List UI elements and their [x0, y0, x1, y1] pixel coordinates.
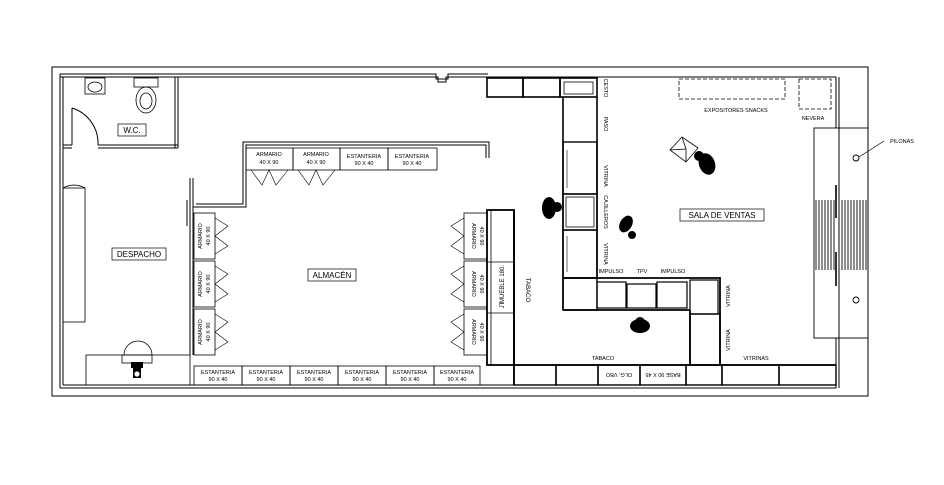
left-armario-2-title: ARMARIO: [198, 270, 204, 296]
wc-label-box: W.C.: [117, 123, 147, 137]
right-armario-3: ARMARIO 40 X 90: [450, 308, 488, 356]
left-armario-2: ARMARIO 40 X 90: [193, 260, 229, 308]
interior-walls: [59, 73, 840, 389]
tpv-label: TPV: [637, 269, 648, 275]
bottom-estanteria-1-title: ESTANTERIA: [201, 370, 235, 376]
top-estanteria-1-title: ESTANTERIA: [347, 154, 381, 160]
bottom-counters: [513, 364, 837, 386]
bottom-estanteria-5-size: 90 X 40: [401, 377, 420, 383]
vitrina-right2-label: VITRINA: [726, 329, 732, 351]
left-armario-3: ARMARIO 40 X 90: [193, 308, 229, 356]
wc-label: W.C.: [123, 126, 140, 135]
product-box: [669, 136, 699, 163]
expositores-snacks: [678, 78, 832, 110]
top-armario-1-size: 40 X 90: [260, 160, 279, 166]
cajilleros-label: CAJILLEROS: [602, 195, 608, 229]
vitrina-lower-label: VITRINA: [602, 243, 608, 265]
bottom-estanteria-6-size: 90 X 40: [448, 377, 467, 383]
outer-outline: [51, 66, 869, 397]
despacho-chair: [131, 362, 143, 378]
top-armario-1: ARMARIO 40 X 90: [245, 147, 294, 186]
vitrinas-label: VITRINAS: [743, 356, 769, 362]
sala-ventas-label: SALA DE VENTAS: [689, 211, 756, 220]
bottom-estanteria-3-title: ESTANTERIA: [297, 370, 331, 376]
base-label: BASE 90 X 45: [645, 371, 680, 377]
person-figures: [542, 151, 716, 333]
wc-fixtures: [84, 77, 159, 114]
despacho-furniture: [62, 184, 191, 386]
impulso-left-label: IMPULSO: [599, 269, 624, 275]
olg-vbo-label: OLG. VBO: [605, 371, 632, 377]
top-counters: [486, 77, 598, 98]
mueble-tabaco-partition: [486, 209, 515, 385]
checkout-counter: [562, 277, 721, 366]
right-armario-2-title: ARMARIO: [470, 271, 476, 297]
right-armario-2: ARMARIO 40 X 90: [450, 260, 488, 308]
despacho-label-box: DESPACHO: [111, 247, 167, 261]
paso-label: PASO: [602, 117, 608, 133]
entrance: [813, 127, 885, 339]
bottom-estanteria-5-title: ESTANTERIA: [393, 370, 427, 376]
mueble-code-label: JT: [500, 301, 506, 308]
bottom-estanterias: ESTANTERIA 90 X 40 ESTANTERIA 90 X 40 ES…: [193, 365, 481, 386]
top-estanteria-1-size: 90 X 40: [355, 161, 374, 167]
sala-label-box: SALA DE VENTAS: [679, 208, 765, 222]
top-armario-2: ARMARIO 40 X 90: [292, 147, 341, 186]
tabaco-bottom-label: TABACO: [592, 356, 615, 362]
expositores-label: EXPOSITORES SNACKS: [704, 108, 768, 114]
left-armario-1-size: 40 X 90: [206, 227, 212, 246]
top-estanteria-1: ESTANTERIA 90 X 40: [339, 147, 389, 171]
right-armario-3-size: 40 X 90: [478, 323, 484, 342]
bottom-estanteria-3-size: 90 X 40: [305, 377, 324, 383]
vitrina-upper-label: VITRINA: [602, 165, 608, 187]
bottom-estanteria-6-title: ESTANTERIA: [440, 370, 474, 376]
almacen-label: ALMACÉN: [313, 271, 352, 280]
tabaco-left-label: TABACO: [524, 278, 530, 303]
bottom-estanteria-1-size: 90 X 40: [209, 377, 228, 383]
despacho-label: DESPACHO: [117, 250, 161, 259]
cesto-label: CESTO: [602, 79, 608, 99]
bottom-estanteria-2-size: 90 X 40: [257, 377, 276, 383]
pilonas-label: PILONAS: [890, 139, 914, 145]
mueble-label: MUEBLE 180.: [500, 265, 506, 303]
top-armario-2-title: ARMARIO: [303, 152, 329, 158]
right-armario-1: ARMARIO 40 X 90: [450, 212, 488, 260]
left-armario-3-size: 40 X 90: [206, 323, 212, 342]
central-vitrina-column: [562, 97, 598, 310]
nevera-label: NEVERA: [802, 116, 825, 122]
bottom-estanteria-2-title: ESTANTERIA: [249, 370, 283, 376]
top-estanteria-2-title: ESTANTERIA: [395, 154, 429, 160]
almacen-label-box: ALMACÉN: [307, 268, 357, 282]
right-armario-3-title: ARMARIO: [470, 319, 476, 345]
left-armario-1-title: ARMARIO: [198, 222, 204, 248]
left-armario-2-size: 40 X 90: [206, 275, 212, 294]
bottom-estanteria-4-title: ESTANTERIA: [345, 370, 379, 376]
left-armario-3-title: ARMARIO: [198, 318, 204, 344]
impulso-right-label: IMPULSO: [661, 269, 686, 275]
vitrina-right-label: VITRINA: [726, 285, 732, 307]
left-armario-1: ARMARIO 40 X 90: [193, 212, 229, 260]
top-armario-1-title: ARMARIO: [256, 152, 282, 158]
right-armario-2-size: 40 X 90: [478, 275, 484, 294]
right-armario-1-size: 40 X 90: [478, 227, 484, 246]
top-estanteria-2-size: 90 X 40: [403, 161, 422, 167]
bottom-estanteria-4-size: 90 X 40: [353, 377, 372, 383]
top-estanteria-2: ESTANTERIA 90 X 40: [387, 147, 438, 171]
top-armario-2-size: 40 X 90: [307, 160, 326, 166]
right-armario-1-title: ARMARIO: [470, 223, 476, 249]
